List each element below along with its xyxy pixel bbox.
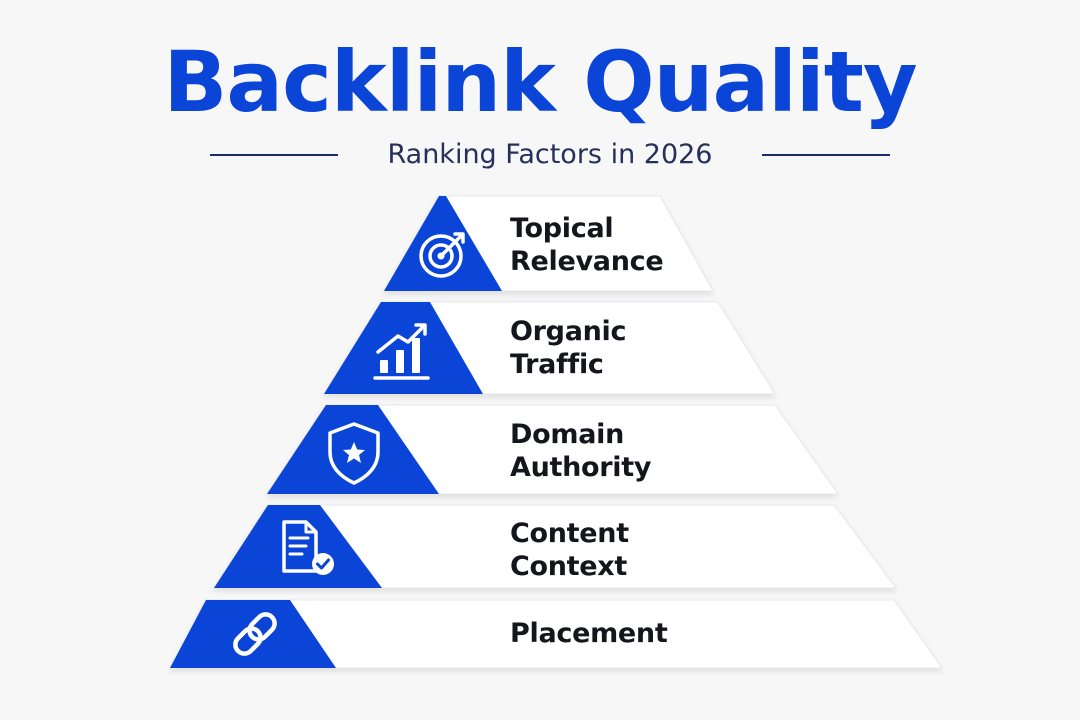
tier-band (169, 599, 943, 669)
growth-chart-icon (373, 323, 430, 380)
subtitle-rule-left (210, 154, 338, 156)
tier-label-placement: Placement (510, 617, 668, 650)
tier-label-line1: Content (510, 518, 629, 549)
tier-band (213, 504, 897, 589)
tier-label-line1: Organic (510, 316, 627, 347)
tier-label-line2: Relevance (510, 246, 664, 277)
pyramid-tier-domain-authority (266, 404, 839, 495)
pyramid-tier-placement (169, 599, 943, 669)
shield-star-icon (328, 422, 380, 485)
tier-accent-block (170, 600, 336, 668)
tier-label-line2: Authority (510, 452, 652, 483)
document-check-icon (282, 520, 334, 575)
target-icon (419, 232, 465, 278)
subtitle-rule-right (762, 154, 890, 156)
tier-label-line1: Domain (510, 419, 624, 450)
tier-label-content-context: Content Context (510, 517, 629, 583)
pyramid-tier-content-context (213, 504, 897, 589)
tier-label-topical-relevance: Topical Relevance (510, 212, 664, 278)
chain-link-icon (233, 612, 277, 656)
page-subtitle: Ranking Factors in 2026 (387, 139, 713, 170)
tier-label-line2: Context (510, 551, 628, 582)
tier-label-organic-traffic: Organic Traffic (510, 315, 627, 381)
tier-label-domain-authority: Domain Authority (510, 418, 651, 484)
tier-accent-block (324, 302, 483, 394)
pyramid-tier-topical-relevance (383, 195, 714, 292)
pyramid-tier-organic-traffic (323, 301, 776, 395)
tier-label-line1: Topical (510, 213, 614, 244)
page-title: Backlink Quality (163, 33, 917, 131)
subtitle-row: Ranking Factors in 2026 (0, 132, 1080, 178)
tier-label-line2: Traffic (510, 349, 604, 380)
tier-label-line1: Placement (510, 618, 668, 649)
